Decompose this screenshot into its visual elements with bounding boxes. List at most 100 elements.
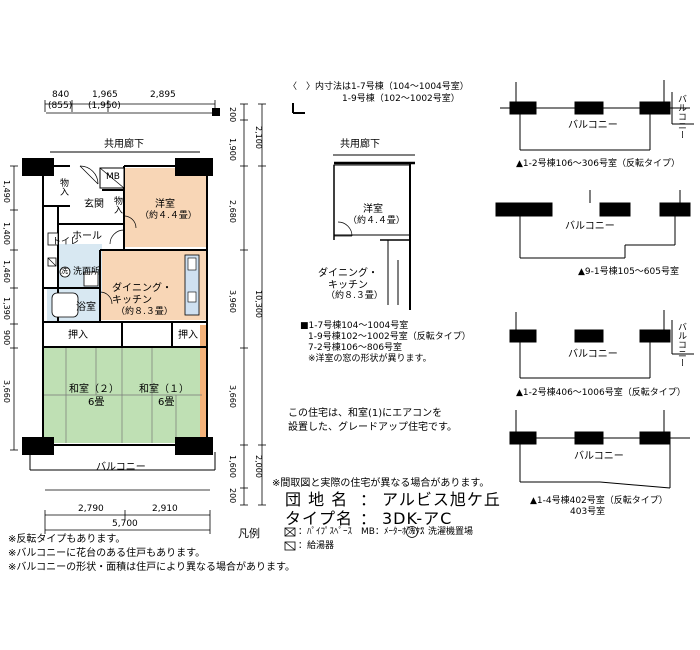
dim-top-paren-2: (1,950) [88, 101, 121, 111]
dining-kitchen-size: （約８.３畳） [116, 307, 173, 317]
inset-dk-label: ダイニング・ キッチン [318, 268, 378, 291]
bathtub [51, 292, 79, 318]
balcony-variant-2-label: バルコニー [565, 221, 615, 232]
balcony-label: バルコニー [96, 462, 146, 473]
dim-right-b-2: 10,300 [254, 290, 263, 318]
inset-western-size: （約４.４畳） [348, 216, 405, 226]
corridor-label: 共用廊下 [104, 139, 144, 150]
mb-label: MB [106, 172, 120, 182]
inset-plan [292, 103, 415, 310]
dining-kitchen-label: ダイニング・ キッチン [112, 283, 172, 306]
hall-label: ホール [72, 231, 102, 242]
dim-left-2: 1,400 [2, 222, 11, 245]
balcony-variant-3 [509, 310, 694, 379]
closet-label-1: 押入 [68, 330, 88, 341]
balcony-variant-2-caption: ▲9-1号棟105～605号室 [578, 267, 679, 277]
type-name-label: タイプ名 [285, 509, 354, 528]
balcony-variant-4-caption-2: 403号室 [570, 507, 606, 517]
washroom-label: 洗面所 [73, 267, 101, 277]
legend-title: 凡例 [238, 527, 260, 540]
estate-name-value: アルビス旭ケ丘 [382, 490, 501, 509]
western-room-size: （約４.４畳） [140, 211, 197, 221]
washer-mark-label: 洗 [61, 267, 68, 275]
washitsu-2-size: 6畳 [88, 397, 105, 408]
dim-right-a-4: 3,960 [228, 290, 237, 313]
inset-list-2: 1-9号棟102～1002号室（反転タイプ） [308, 332, 471, 342]
dim-right-a-3: 2,680 [228, 200, 237, 223]
inset-list-1: ■1-7号棟104～1004号室 [300, 321, 409, 331]
balcony-variant-1 [500, 80, 694, 151]
dim-top-paren-1: (855) [48, 101, 73, 111]
dim-bottom-1: 2,790 [78, 504, 104, 514]
structural-columns [22, 108, 220, 455]
inset-list-3: 7-2号棟106～806号室 [308, 343, 403, 353]
balcony-variant-4-label: バルコニー [574, 451, 624, 462]
bath-label: 浴室 [76, 302, 96, 313]
dim-right-b-1: 2,100 [254, 126, 263, 149]
wash-basin [83, 271, 99, 287]
washitsu-1-size: 6畳 [158, 397, 175, 408]
dim-left-3: 1,460 [2, 260, 11, 283]
footnote-3: ※バルコニーの形状・面積は住戸により異なる場合があります。 [8, 562, 295, 573]
dim-top-1: 840 [52, 90, 70, 100]
dim-top-2: 1,965 [92, 90, 118, 100]
inset-note-1: 〈 〉内寸法は1-7号棟（104～1004号室） [288, 82, 469, 92]
wood-strip [200, 325, 206, 445]
closet-label-2: 押入 [178, 330, 198, 341]
washitsu-2-label: 和室（２） [69, 384, 119, 395]
top-dimension-line [44, 100, 216, 114]
entrance-label: 玄関 [84, 199, 104, 210]
washitsu-floor [44, 348, 202, 443]
disclaimer: ※間取図と実際の住宅が異なる場合があります。 [272, 478, 490, 489]
footnote-2: ※バルコニーに花台のある住戸もあります。 [8, 548, 206, 559]
western-room-floor [125, 168, 207, 247]
toilet-label: トイレ [52, 237, 80, 247]
dim-right-a-1: 200 [228, 107, 237, 123]
storage-label-2: 物入 [112, 196, 122, 214]
storage-label-1: 物入 [58, 178, 68, 196]
right-dimension-lines [240, 103, 266, 506]
footnote-1: ※反転タイプもあります。 [8, 534, 126, 545]
balcony-variant-1-caption: ▲1-2号棟106～306号室（反転タイプ） [516, 159, 680, 169]
estate-colon: ： [360, 490, 378, 509]
legend-wash-label: ：洗濯機置場 [419, 527, 474, 537]
balcony-variant-3-caption: ▲1-2号棟406～1006号室（反転タイプ） [516, 388, 686, 398]
dim-left-5: 900 [2, 330, 11, 346]
inset-dk-size: （約８.３畳） [326, 291, 383, 301]
aircon-note-1: この住宅は、和室(1)にエアコンを [288, 408, 443, 419]
legend-wash-mark: 洗 [408, 527, 415, 535]
inset-list-4: ※洋室の窓の形状が異ります。 [308, 354, 432, 364]
door-swings [79, 165, 137, 305]
dim-right-a-5: 3,660 [228, 385, 237, 408]
balcony-variant-4 [509, 410, 690, 489]
aircon-note-2: 設置した、グレードアップ住宅です。 [288, 422, 457, 433]
dim-left-4: 1,390 [2, 297, 11, 320]
bottom-dimension-lines [44, 489, 211, 534]
western-room-label: 洋室 [155, 199, 175, 210]
dim-right-a-6: 1,600 [228, 455, 237, 478]
dim-bottom-total: 5,700 [112, 519, 138, 529]
balcony-variant-3-label: バルコニー [568, 349, 618, 360]
balcony-variant-3-side: バルコニー [676, 322, 686, 367]
balcony-variant-1-side: バルコニー [676, 94, 686, 139]
left-dimension-line [10, 165, 18, 451]
legend-row-1: ：ﾊﾟｲﾌﾟｽﾍﾟｰｽ MB：ﾒｰﾀｰﾎﾞｯｸｽ [298, 527, 425, 537]
balcony-variant-4-caption: ▲1-4号棟402号室（反転タイプ） [530, 496, 668, 506]
balcony-variant-2 [495, 190, 691, 259]
dim-left-6: 3,660 [2, 380, 11, 403]
dim-left-1: 1,490 [2, 180, 11, 203]
dim-right-b-3: 2,000 [254, 455, 263, 478]
inset-western-label: 洋室 [363, 204, 383, 215]
inset-note-2: 1-9号棟（102～1002号室） [342, 94, 460, 104]
washer-mark [59, 266, 71, 278]
legend-glyphs [284, 526, 418, 551]
dim-bottom-2: 2,910 [152, 504, 178, 514]
dim-right-a-7: 200 [228, 488, 237, 504]
toilet [47, 232, 59, 246]
balcony-variant-1-label: バルコニー [568, 120, 618, 131]
type-name-value: 3DK-アC [382, 509, 453, 528]
washitsu-1-label: 和室（１） [139, 384, 189, 395]
legend-row-2: ：給湯器 [298, 541, 335, 551]
type-colon: ： [360, 509, 378, 528]
